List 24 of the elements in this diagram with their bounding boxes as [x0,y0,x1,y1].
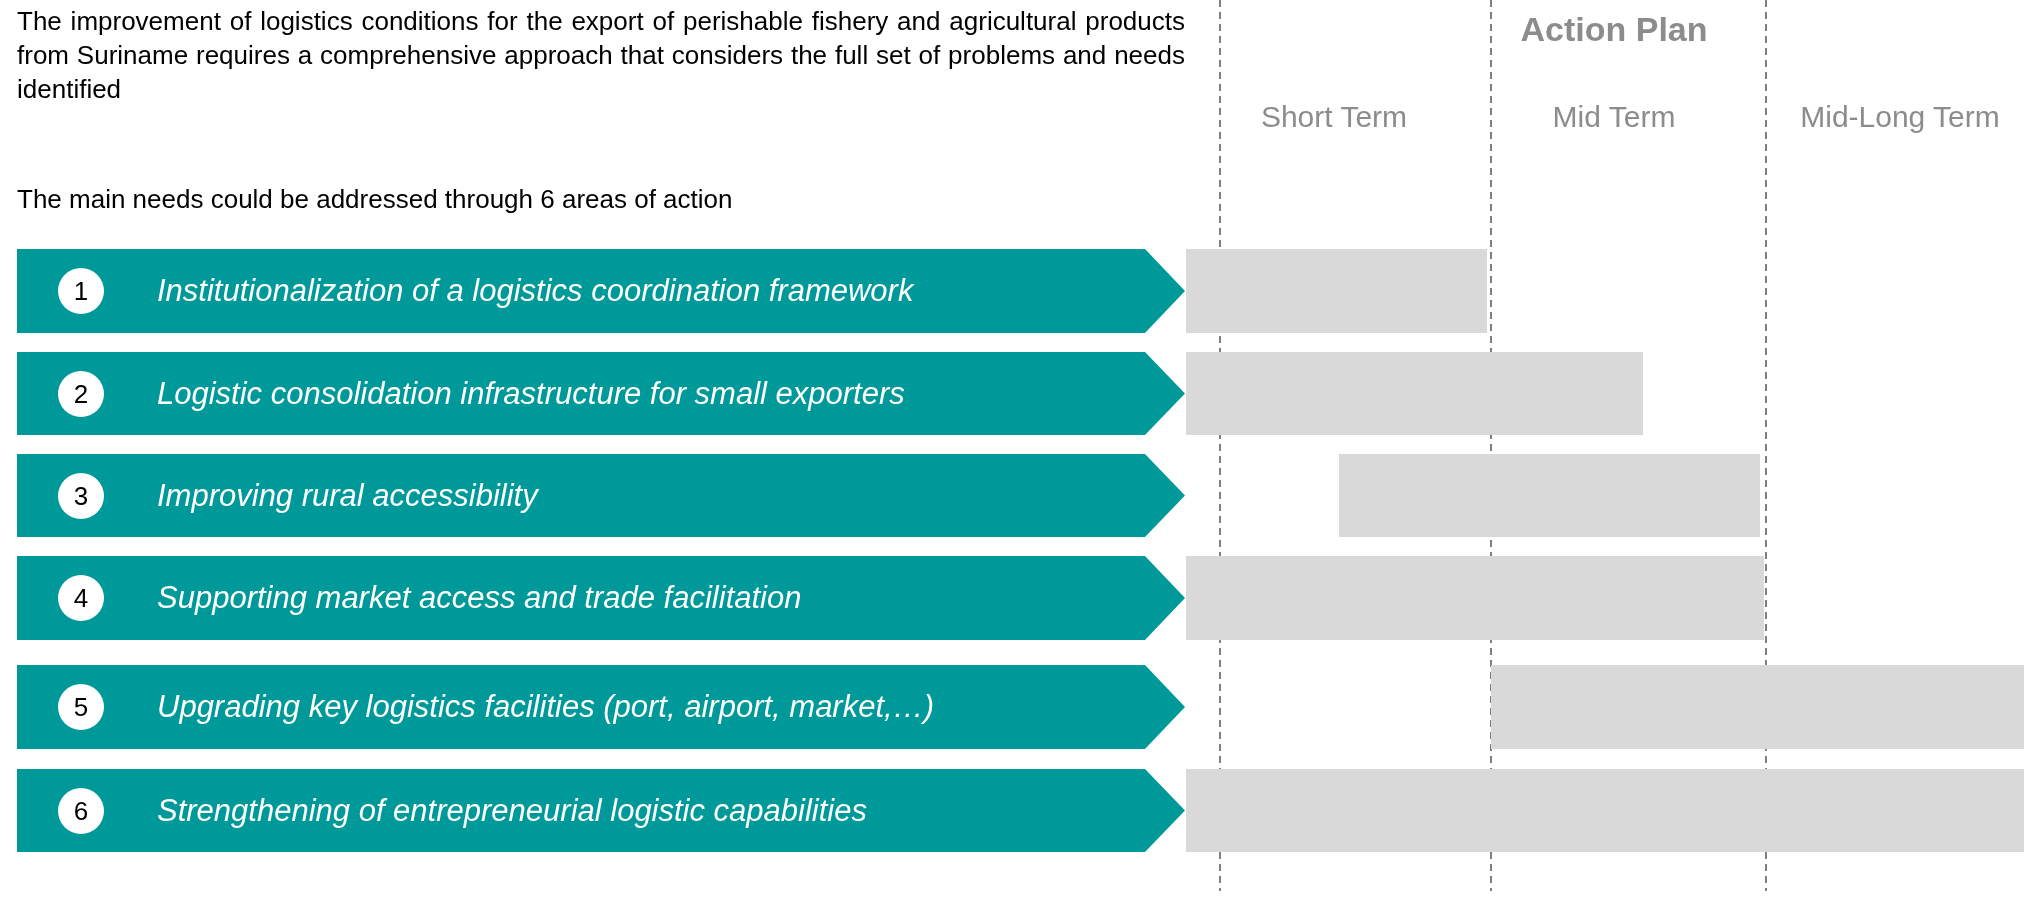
action-area-band [17,556,1185,640]
area-title: Logistic consolidation infrastructure for small exporters [157,375,905,412]
action-area-band [17,352,1185,435]
section-heading: Action Plan [1520,10,1708,49]
action-area-band [17,249,1185,333]
action-area-band [17,454,1185,537]
timeline-bar [1186,556,1764,640]
column-header: Mid-Long Term [1800,100,2000,134]
column-header: Short Term [1260,100,1408,134]
timeline-bar [1186,352,1643,435]
area-title: Upgrading key logistics facilities (port, airport, market,…) [157,689,934,725]
timeline-bar [1491,665,2024,749]
area-title: Supporting market access and trade facilitation [157,580,802,616]
area-title: Improving rural accessibility [157,477,538,514]
action-area-band [17,665,1185,749]
intro-paragraph: The improvement of logistics conditions for the export of perishable fishery and agricultural products from Suriname requires a comprehensive approach that considers the full set of problems and needs identified [17,5,1185,106]
timeline-bar [1339,454,1760,537]
area-title: Strengthening of entrepreneurial logistic capabilities [157,792,867,829]
timeline-bar [1186,249,1487,333]
action-area-band [17,769,1185,852]
column-header: Mid Term [1552,100,1676,134]
intro-note: The main needs could be addressed through 6 areas of action [17,184,733,215]
timeline-bar [1186,769,2024,852]
area-title: Institutionalization of a logistics coordination framework [157,273,914,309]
